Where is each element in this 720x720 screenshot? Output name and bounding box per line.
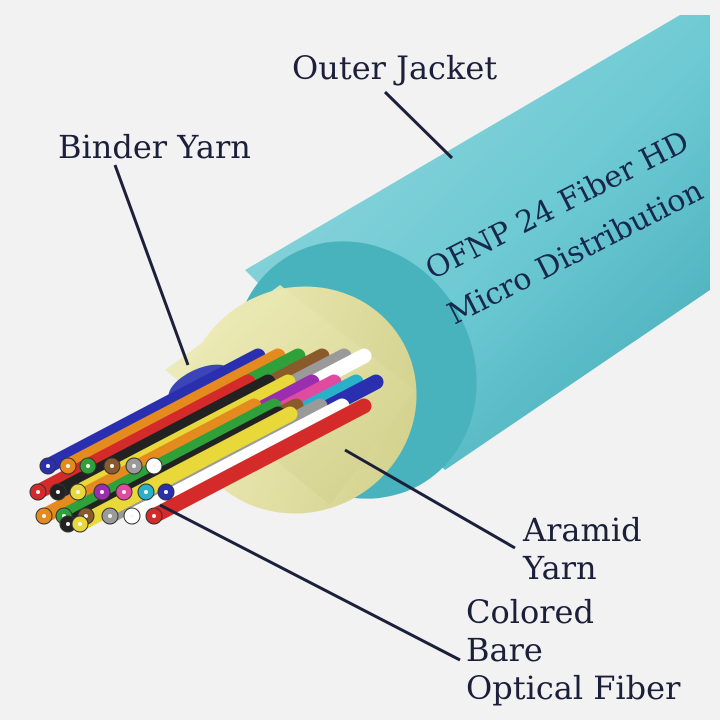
outer-jacket-leader	[383, 90, 454, 160]
binder-yarn-label: Binder Yarn	[58, 128, 251, 166]
fiber-bundle	[29, 348, 384, 533]
fiber-label-line3: Optical Fiber	[466, 669, 681, 707]
fiber-core	[84, 514, 88, 518]
fiber-core	[46, 464, 50, 468]
aramid-yarn-leader	[344, 448, 516, 550]
fiber-core	[144, 490, 148, 494]
fiber-core	[110, 464, 114, 468]
aramid-yarn-label-line1: Aramid	[523, 511, 642, 549]
fiber-core	[36, 490, 40, 494]
fiber-core	[132, 464, 136, 468]
fiber-core	[152, 514, 156, 518]
fiber-tube	[72, 406, 298, 532]
fiber-core	[152, 464, 156, 468]
binder-yarn-leader	[113, 164, 190, 366]
fiber-core	[56, 490, 60, 494]
fiber-leader	[159, 503, 461, 662]
fiber-tube	[50, 374, 276, 500]
fiber-core	[122, 490, 126, 494]
fiber-tube	[40, 348, 266, 474]
fiber-tube	[60, 348, 286, 474]
fiber-tube	[30, 374, 256, 500]
fiber-core	[130, 514, 134, 518]
fiber-core	[100, 490, 104, 494]
fiber-core	[86, 464, 90, 468]
fiber-core	[108, 514, 112, 518]
fiber-label-line1: Colored	[466, 593, 594, 631]
outer-jacket-label: Outer Jacket	[292, 49, 498, 87]
fiber-core	[66, 522, 70, 526]
fiber-core	[42, 514, 46, 518]
aramid-yarn-label-line2: Yarn	[523, 549, 597, 587]
fiber-core	[164, 490, 168, 494]
fiber-core	[78, 522, 82, 526]
fiber-label-line2: Bare	[466, 631, 543, 669]
fiber-core	[76, 490, 80, 494]
fiber-core	[66, 464, 70, 468]
fiber-tube	[146, 398, 372, 524]
